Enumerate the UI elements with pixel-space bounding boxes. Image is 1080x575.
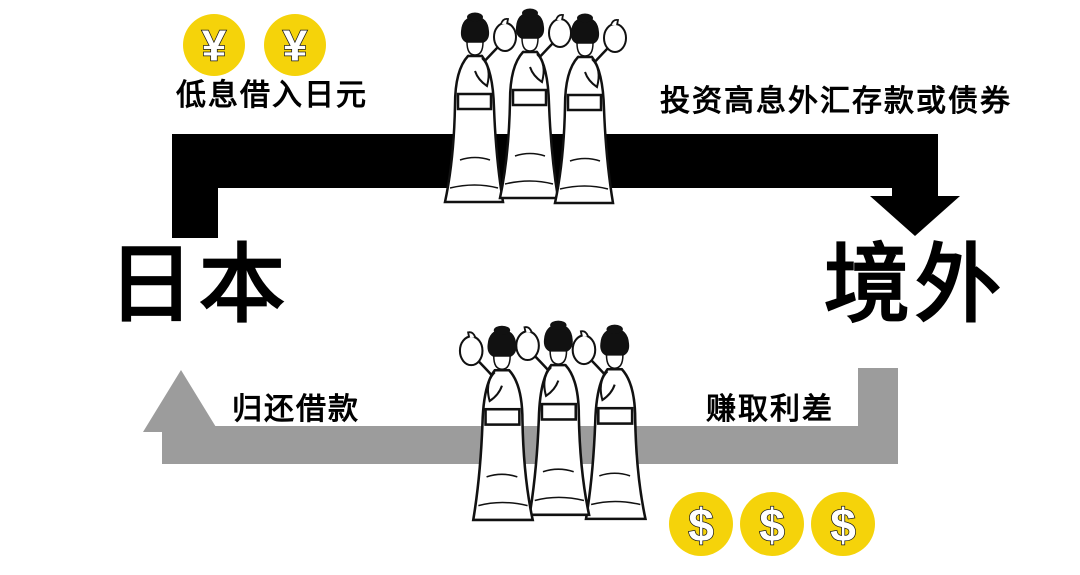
dollar-symbol: $ [830, 499, 856, 551]
yen-coin-2: ¥ [264, 14, 326, 76]
geisha-group-bottom-illustration [458, 319, 647, 522]
yen-symbol: ¥ [283, 22, 308, 71]
bottom-flow-arrow [143, 368, 898, 464]
flow-label-borrow-yen: 低息借入日元 [176, 79, 368, 112]
node-japan: 日本 [108, 237, 290, 333]
yen-symbol: ¥ [202, 22, 227, 71]
dollar-coin-2: $ [740, 492, 804, 556]
flow-label-earn-spread: 赚取利差 [706, 393, 834, 426]
dollar-coin-1: $ [669, 492, 733, 556]
dollar-symbol: $ [759, 499, 785, 551]
yen-coin-1: ¥ [183, 14, 245, 76]
dollar-symbol: $ [688, 499, 714, 551]
flow-label-repay-loan: 归还借款 [232, 393, 360, 426]
dollar-coins-group: $ $ $ [669, 492, 875, 556]
dollar-coin-3: $ [811, 492, 875, 556]
geisha-group-top-illustration [443, 7, 628, 205]
node-overseas: 境外 [824, 237, 1006, 333]
flow-label-invest-abroad: 投资高息外汇存款或债券 [660, 85, 1012, 118]
yen-coins-group: ¥ ¥ [183, 14, 326, 76]
